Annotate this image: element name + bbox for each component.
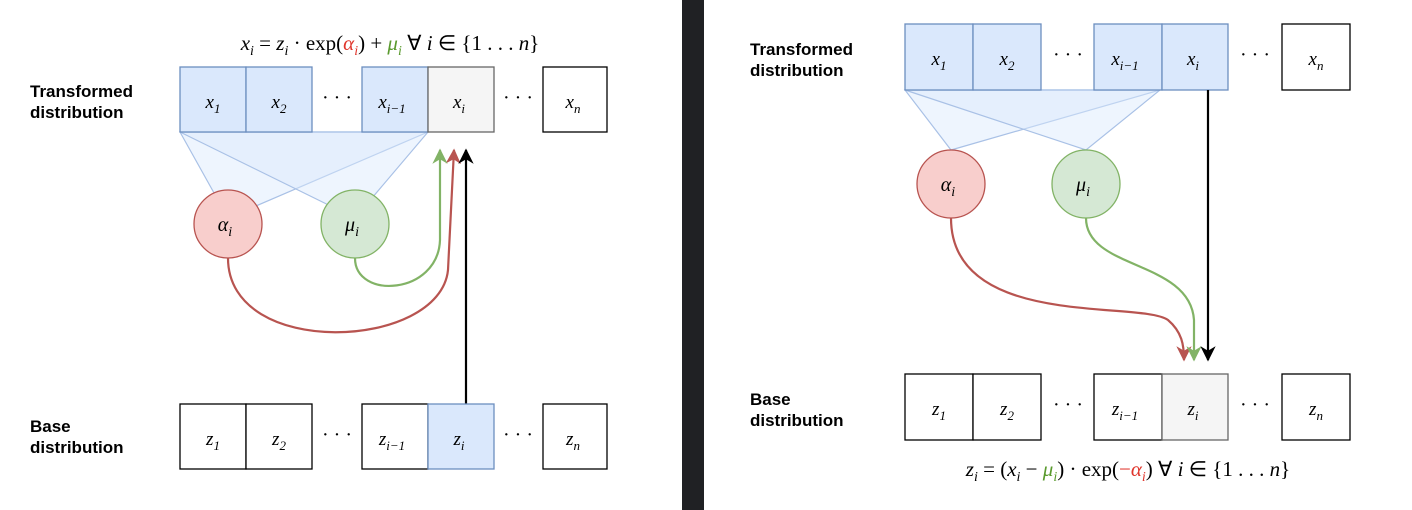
svg-text:z1: z1 [931, 399, 946, 423]
left-top-dots-1: · · · [322, 87, 352, 109]
svg-text:zi: zi [1186, 399, 1198, 423]
left-transformed-label: Transformed distribution [30, 82, 138, 122]
right-mu-arrow [1084, 217, 1202, 362]
right-bottom-dots-1: · · · [1053, 394, 1083, 416]
left-top-cell-x1: x1 [179, 66, 247, 133]
right-mu-node: μi [1051, 149, 1121, 219]
right-top-cell-xn: xn [1281, 23, 1351, 91]
svg-text:x2: x2 [999, 49, 1015, 73]
svg-text:αi: αi [941, 174, 956, 200]
svg-text:z2: z2 [999, 399, 1014, 423]
svg-text:zn: zn [565, 429, 580, 453]
svg-text:z2: z2 [271, 429, 286, 453]
svg-text:μi: μi [344, 214, 359, 240]
right-alpha-node: αi [916, 149, 986, 219]
right-base-label: Base distribution [750, 390, 843, 430]
right-alpha-arrow [949, 217, 1192, 362]
svg-text:x1: x1 [931, 49, 947, 73]
left-top-cell-x2: x2 [245, 66, 313, 133]
left-diagram: xi = zi · exp(αi) + μi ∀ i ∈ {1 . . . n}… [30, 31, 608, 470]
left-bottom-cell-zn: zn [542, 403, 608, 470]
left-bottom-cell-zi: zi [427, 403, 495, 470]
svg-text:xi−1: xi−1 [377, 92, 405, 116]
left-bottom-cell-zim1: zi−1 [361, 403, 429, 470]
left-top-dots-2: · · · [503, 87, 533, 109]
left-mu-node: μi [320, 189, 390, 259]
left-bottom-dots-2: · · · [503, 424, 533, 446]
svg-text:x2: x2 [271, 92, 287, 116]
svg-text:zi−1: zi−1 [1111, 399, 1138, 423]
right-bottom-cell-z1: z1 [904, 373, 974, 441]
right-top-cell-xi: xi [1161, 23, 1229, 91]
left-bottom-cell-z1: z1 [179, 403, 247, 470]
right-top-dots-2: · · · [1240, 44, 1270, 66]
left-bottom-dots-1: · · · [322, 424, 352, 446]
right-top-cell-x1: x1 [904, 23, 974, 91]
svg-text:αi: αi [218, 214, 233, 240]
svg-text:xn: xn [565, 92, 581, 116]
right-transformed-label: Transformed distribution [750, 40, 858, 80]
svg-text:zn: zn [1308, 399, 1323, 423]
svg-text:xi: xi [452, 92, 465, 116]
right-bottom-cell-zi: zi [1161, 373, 1229, 441]
svg-text:xn: xn [1308, 49, 1324, 73]
right-top-dots-1: · · · [1053, 44, 1083, 66]
svg-text:zi: zi [452, 429, 464, 453]
right-top-cell-x2: x2 [972, 23, 1042, 91]
right-bottom-cell-zn: zn [1281, 373, 1351, 441]
svg-text:x1: x1 [205, 92, 221, 116]
left-bottom-cell-z2: z2 [245, 403, 313, 470]
left-top-cell-xi: xi [427, 66, 495, 133]
left-mu-arrow [353, 148, 448, 287]
right-bottom-dots-2: · · · [1240, 394, 1270, 416]
svg-text:xi−1: xi−1 [1110, 49, 1138, 73]
svg-text:z1: z1 [205, 429, 220, 453]
left-equation: xi = zi · exp(αi) + μi ∀ i ∈ {1 . . . n} [240, 31, 540, 59]
svg-text:μi: μi [1075, 174, 1090, 200]
right-equation: zi = (xi − μi) · exp(−αi) ∀ i ∈ {1 . . .… [965, 457, 1290, 485]
left-alpha-arrow [226, 148, 461, 334]
svg-text:zi−1: zi−1 [378, 429, 405, 453]
left-alpha-node: αi [193, 189, 263, 259]
left-top-cell-xim1: xi−1 [361, 66, 429, 133]
right-diagram: Transformed distribution Base distributi… [750, 23, 1351, 485]
right-bottom-cell-z2: z2 [972, 373, 1042, 441]
svg-text:xi: xi [1186, 49, 1199, 73]
left-top-cell-xn: xn [542, 66, 608, 133]
left-base-label: Base distribution [30, 417, 123, 457]
right-bottom-cell-zim1: zi−1 [1093, 373, 1163, 441]
right-top-cell-xim1: xi−1 [1093, 23, 1163, 91]
